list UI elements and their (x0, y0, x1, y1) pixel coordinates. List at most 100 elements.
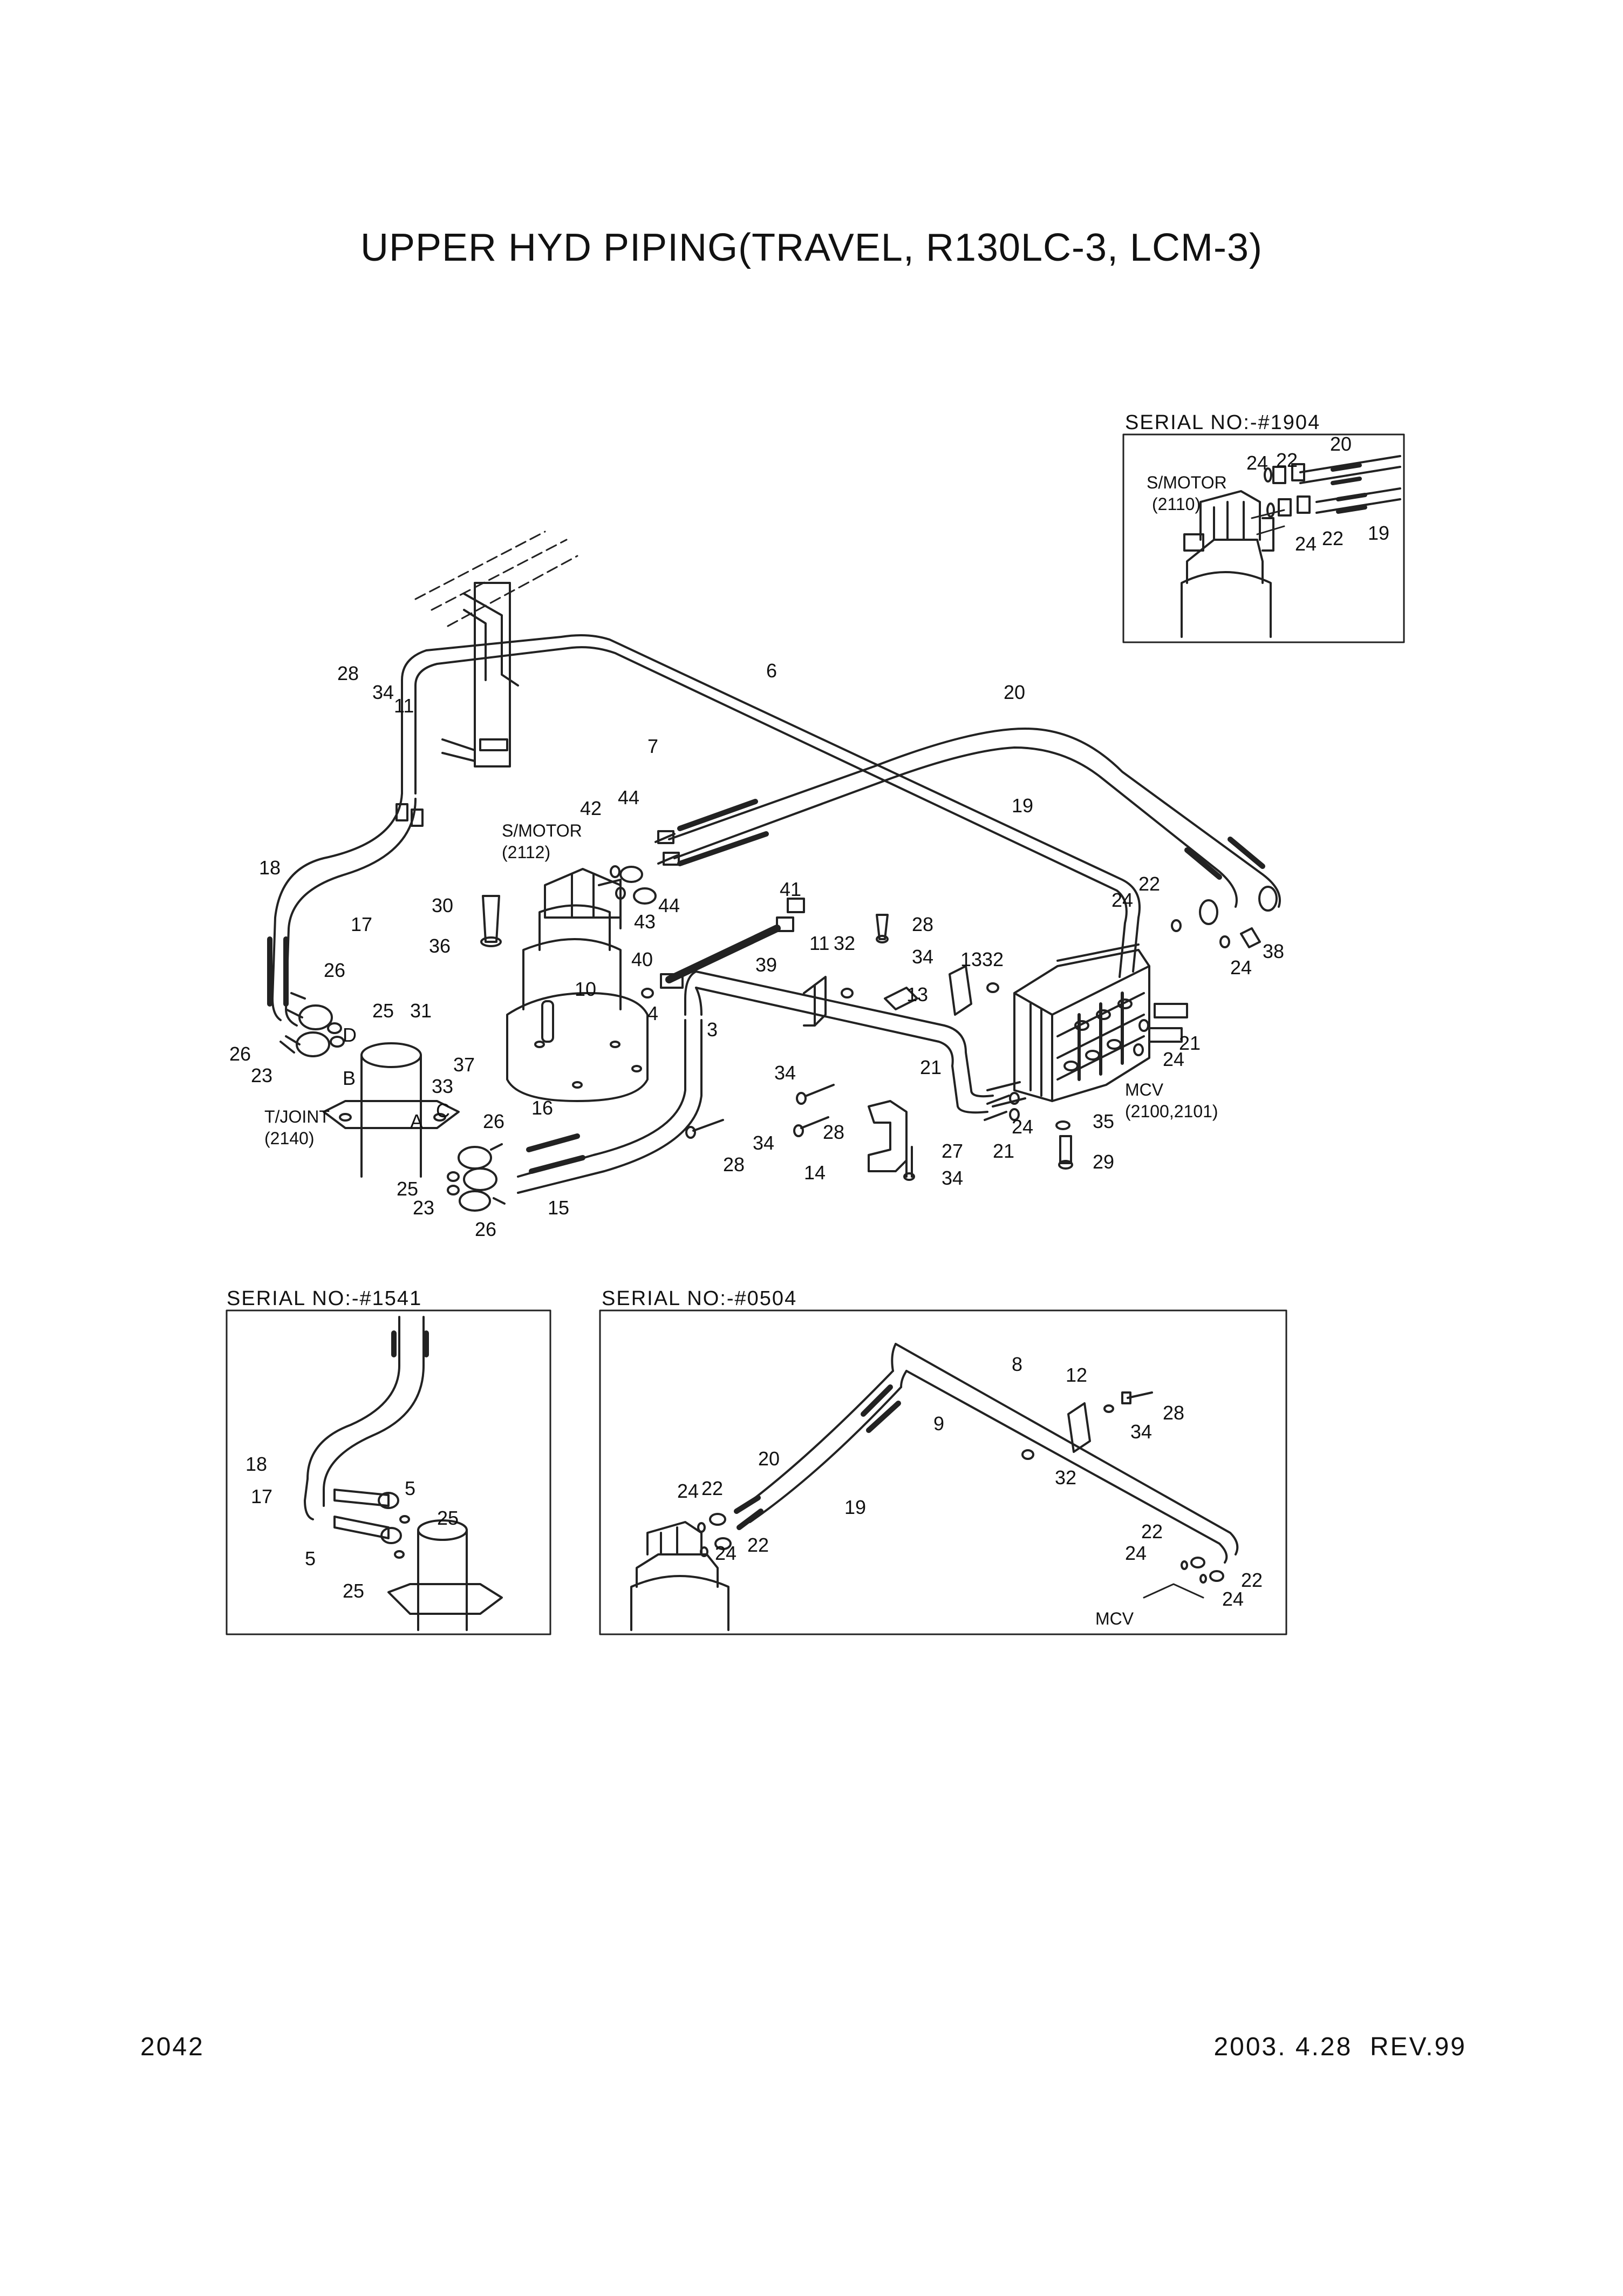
callout: 21 (993, 1140, 1014, 1162)
callout: 33 (432, 1075, 453, 1097)
main-assembly (267, 531, 1281, 1212)
pipes-6-7 (401, 634, 1141, 978)
callout: 15 (548, 1197, 569, 1219)
callout: 11 (394, 695, 414, 717)
callout: 12 (1066, 1364, 1087, 1386)
callout: 31 (410, 1000, 432, 1022)
callout: 3 (707, 1018, 718, 1041)
inset-fittings (1251, 463, 1311, 535)
callout: 25 (437, 1507, 459, 1529)
callout: 35 (1093, 1110, 1114, 1132)
callout: 22 (747, 1534, 769, 1556)
inset-bottom-right-callouts: 8 9 12 28 34 32 20 19 24 22 24 22 22 24 … (677, 1353, 1263, 1610)
callout: 23 (251, 1064, 272, 1086)
callout: 13 (906, 983, 928, 1006)
callout: 24 (1163, 1048, 1184, 1070)
callout: 17 (351, 913, 372, 935)
clamps-brackets (685, 914, 999, 1181)
callout: 24 (1230, 956, 1252, 979)
callout: 37 (453, 1054, 475, 1076)
smotor-label: S/MOTOR (502, 821, 582, 840)
inset-top-right-header: SERIAL NO:-#1904 (1125, 411, 1320, 434)
callout: 38 (1263, 940, 1284, 962)
callout: 22 (1241, 1569, 1263, 1591)
callout: 7 (647, 735, 658, 757)
callout: 17 (251, 1485, 272, 1507)
port-label-c: C (436, 1099, 450, 1122)
inset-bottom-left (226, 1309, 551, 1635)
callout: 10 (575, 978, 596, 1000)
callout: 6 (766, 660, 777, 682)
callout: 27 (942, 1140, 963, 1162)
callout: 24 (715, 1542, 737, 1564)
callout: 4 (647, 1002, 658, 1024)
callout: 24 (1111, 889, 1133, 911)
callout: 14 (804, 1161, 826, 1184)
callout: 24 (1012, 1116, 1033, 1138)
callout: 5 (405, 1477, 415, 1499)
callout: 22 (1322, 527, 1344, 549)
callout: 26 (483, 1110, 504, 1132)
callout: 25 (372, 1000, 394, 1022)
boom-section (414, 531, 578, 767)
inset-top-right (1122, 433, 1405, 643)
page-number: 2042 (140, 2033, 204, 2061)
inset-bottom-right-mcv-label: MCV (1095, 1609, 1134, 1628)
callout: 20 (758, 1448, 780, 1470)
callout: 36 (429, 935, 451, 957)
inset-frame-top-right (1122, 433, 1405, 643)
callout: 40 (631, 948, 653, 970)
callout: 24 (677, 1480, 699, 1502)
port-label-d: D (343, 1024, 357, 1046)
callout: 39 (755, 954, 777, 976)
inset-hoses (1299, 455, 1401, 514)
pipes-3-4-15-16 (517, 970, 1026, 1194)
callout: 23 (413, 1197, 434, 1219)
callout: 44 (618, 786, 639, 809)
inset-bottom-left-header: SERIAL NO:-#1541 (227, 1287, 422, 1310)
main-control-valve (984, 886, 1278, 1170)
page-title: UPPER HYD PIPING(TRAVEL, R130LC-3, LCM-3… (360, 226, 1263, 269)
callout: 20 (1004, 681, 1025, 703)
port-label-a: A (410, 1110, 423, 1132)
callout: 22 (1141, 1520, 1163, 1543)
callout: 26 (324, 959, 345, 981)
callout: 20 (1330, 433, 1352, 455)
inset-bottom-right-header: SERIAL NO:-#0504 (602, 1287, 797, 1310)
swing-motor (480, 868, 649, 1102)
callout: 13 (960, 948, 982, 970)
callout: 18 (246, 1453, 267, 1475)
callout: 28 (823, 1121, 844, 1143)
tjoint-label: T/JOINT (264, 1107, 330, 1126)
mcv-ref: (2100,2101) (1125, 1102, 1218, 1121)
callout: 22 (1138, 873, 1160, 895)
callout: 25 (343, 1580, 364, 1602)
callout: 16 (531, 1097, 553, 1119)
callout: 34 (753, 1132, 774, 1154)
hose-39 (641, 898, 805, 998)
inset-top-right-smotor-ref: (2110) (1152, 494, 1201, 514)
inset-bottom-right (599, 1309, 1287, 1635)
callout: 28 (1163, 1402, 1184, 1424)
callout: 25 (397, 1178, 418, 1200)
callout: 22 (701, 1477, 723, 1499)
flange-fittings-left (279, 992, 345, 1057)
callout: 34 (1130, 1421, 1152, 1443)
callout: 34 (942, 1167, 963, 1189)
callout: 19 (1012, 794, 1033, 817)
callout: 41 (780, 878, 801, 900)
callout: 30 (432, 894, 453, 916)
revision-date: 2003. 4.28 REV.99 (1213, 2033, 1467, 2061)
smotor-ref: (2112) (502, 843, 550, 862)
callout: 5 (305, 1547, 316, 1570)
callout: 24 (1246, 452, 1268, 474)
callout: 19 (1368, 522, 1389, 544)
main-callouts: 28 34 11 6 7 20 19 42 44 44 43 41 18 17 … (229, 660, 1284, 1240)
callout: 28 (723, 1153, 745, 1176)
inset-swing-motor (1181, 490, 1274, 638)
callout: 34 (912, 946, 933, 968)
port-label-b: B (343, 1067, 356, 1089)
inset-frame-bottom-left (226, 1309, 551, 1635)
inset-top-right-callouts: 20 24 22 19 24 22 (1246, 433, 1389, 555)
